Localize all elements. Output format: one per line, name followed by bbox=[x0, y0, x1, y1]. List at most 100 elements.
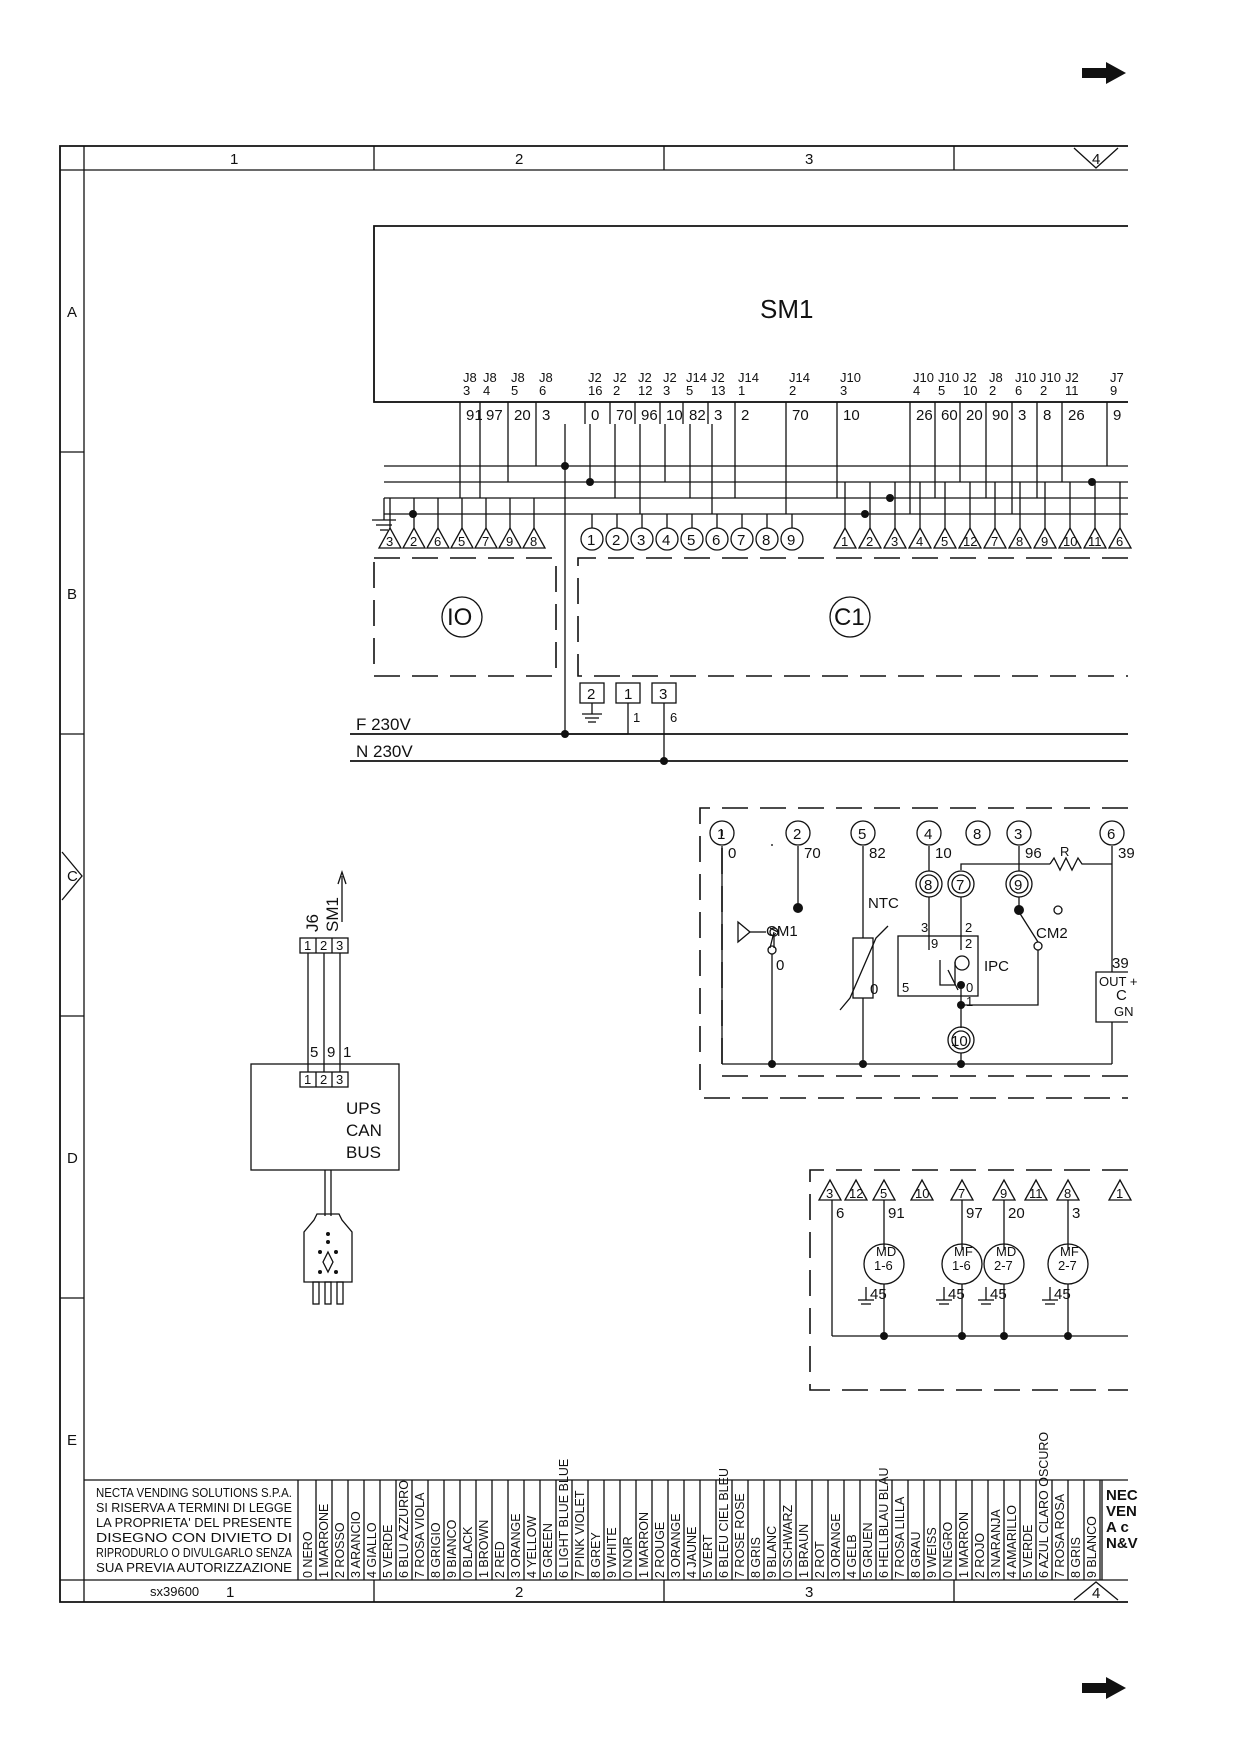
pin-number: 2 bbox=[789, 383, 796, 398]
pin-wire: 70 bbox=[792, 407, 809, 424]
c1-triangle-number: 3 bbox=[891, 534, 898, 549]
c1-detail-terminal-number: 6 bbox=[1107, 826, 1115, 843]
motor-earth: 45 bbox=[870, 1286, 887, 1303]
wire-color-entry: 4 YELLOW bbox=[525, 1515, 539, 1578]
c1-detail-terminal-number: 2 bbox=[793, 826, 801, 843]
c1-block-label: C1 bbox=[834, 604, 865, 631]
column-label: 2 bbox=[515, 1584, 523, 1601]
motor-code: MD bbox=[876, 1244, 896, 1259]
c1-block[interactable]: C1 bbox=[577, 557, 1128, 677]
pin-number: 3 bbox=[663, 383, 670, 398]
pin-connector: J10 bbox=[840, 370, 861, 385]
pin-number: 16 bbox=[588, 383, 602, 398]
wire-color-entry: 2 ROSSO bbox=[333, 1522, 347, 1578]
motor-code: MD bbox=[996, 1244, 1016, 1259]
c1-circle-number: 8 bbox=[762, 532, 770, 549]
c1-detail-terminal-number: 5 bbox=[858, 826, 866, 843]
ntc-wire: 0 bbox=[870, 981, 878, 998]
resistor-label: R bbox=[1060, 844, 1069, 859]
ups-label: BUS bbox=[346, 1143, 381, 1162]
motor-terminal: 9 bbox=[991, 1178, 1017, 1201]
wire-color-entry: 8 GRIS bbox=[1069, 1537, 1083, 1578]
wire-color-entry: 5 VERDE bbox=[1021, 1525, 1035, 1579]
ipc-pin: 2 bbox=[965, 920, 972, 935]
motor-terminal: 7 bbox=[949, 1178, 975, 1201]
copyright-line: DISEGNO CON DIVIETO DI bbox=[96, 1531, 292, 1545]
output-block-text: C bbox=[1116, 987, 1127, 1004]
io-block[interactable]: IO bbox=[373, 557, 557, 677]
c1-triangle-terminal: 12 bbox=[957, 482, 983, 549]
column-labels-top: 1 2 3 4 bbox=[230, 151, 1100, 168]
c1-triangle-terminal: 8 bbox=[1007, 482, 1033, 549]
wire-color-entry: 9 BLANCO bbox=[1085, 1516, 1099, 1578]
pin-wire: 10 bbox=[666, 407, 683, 424]
wire-color-entry: 4 GELB bbox=[845, 1534, 859, 1578]
pin-connector: J8 bbox=[483, 370, 497, 385]
ups-can-bus-module[interactable]: J6 SM1 1 2 3 5 9 1 1 2 3 UPS CAN BUS bbox=[250, 869, 400, 1171]
c1-detail-terminal-wire: 96 bbox=[1025, 845, 1042, 862]
c1-triangle-terminal: 4 bbox=[907, 482, 933, 549]
ipc-pin: 0 bbox=[966, 980, 973, 995]
bus-wiring bbox=[372, 424, 1128, 531]
power-terminal-label: 1 bbox=[624, 686, 632, 703]
wire-color-entry: 2 ROUGE bbox=[653, 1522, 667, 1578]
io-terminal: 8 bbox=[521, 498, 547, 549]
motor-code-range: 1-6 bbox=[874, 1258, 893, 1273]
c1-triangle-terminal: 9 bbox=[1032, 482, 1058, 549]
pin-wire: 20 bbox=[966, 407, 983, 424]
io-terminal-number: 5 bbox=[458, 534, 465, 549]
io-block-label: IO bbox=[447, 604, 472, 631]
wire-color-entry: 0 NOIR bbox=[621, 1536, 635, 1578]
wire-color-entry: 0 NERO bbox=[301, 1531, 315, 1578]
sm1-board[interactable]: SM1 bbox=[373, 225, 1128, 403]
c1-detail-terminal-wire: 82 bbox=[869, 845, 886, 862]
c1-circle-number: 1 bbox=[587, 532, 595, 549]
c1-circle-number: 6 bbox=[712, 532, 720, 549]
resistor: R bbox=[960, 844, 1112, 872]
wire-color-entry: 0 SCHWARZ bbox=[781, 1504, 795, 1578]
c1-circle-terminal: 1 bbox=[580, 514, 604, 551]
pin-connector: J2 bbox=[588, 370, 602, 385]
ups-wire: 5 bbox=[310, 1044, 318, 1061]
wire-color-entry: 3 NARANJA bbox=[989, 1509, 1003, 1578]
c1-detail-terminal: 270 bbox=[785, 820, 821, 862]
motor-unit: MD1-6 45 bbox=[858, 1243, 905, 1340]
ups-bottom-pin: 3 bbox=[336, 1072, 343, 1087]
wire-color-entry: 5 GRUEN bbox=[861, 1522, 875, 1578]
c1-detail-terminal: 8 bbox=[965, 820, 991, 846]
pin-wire: 3 bbox=[542, 407, 550, 424]
column-labels-bottom: sx39600 1 2 3 4 bbox=[150, 1584, 1100, 1602]
io-terminal-number: 6 bbox=[434, 534, 441, 549]
pin-connector: J10 bbox=[913, 370, 934, 385]
wire-color-entry: 3 ARANCIO bbox=[349, 1511, 363, 1578]
next-page-arrow-bottom-icon[interactable] bbox=[1082, 1677, 1126, 1699]
io-terminal: 5 bbox=[449, 498, 475, 549]
motor-terminal-number: 10 bbox=[915, 1186, 929, 1201]
motor-wire: 91 bbox=[888, 1205, 905, 1222]
pin-number: 10 bbox=[963, 383, 977, 398]
c1-triangle-number: 7 bbox=[991, 534, 998, 549]
wire-color-entry: 7 ROSA ROSA bbox=[1053, 1493, 1067, 1578]
pin-connector: J7 bbox=[1110, 370, 1124, 385]
cm1-wire: 0 bbox=[776, 957, 784, 974]
copyright-line: RIPRODURLO O DIVULGARLO SENZA bbox=[96, 1546, 293, 1560]
io-terminal: 2 bbox=[401, 498, 427, 549]
wire-color-entry: 4 JAUNE bbox=[685, 1527, 699, 1578]
next-page-arrow-icon[interactable] bbox=[1082, 62, 1126, 84]
c1-triangle-terminal: 11 bbox=[1082, 482, 1108, 549]
company-name-fragment: A c bbox=[1106, 1519, 1129, 1536]
wire-color-entry: 4 GIALLO bbox=[365, 1522, 379, 1578]
io-terminal-number: 7 bbox=[482, 534, 489, 549]
row-label: E bbox=[67, 1432, 77, 1449]
wire-color-entry: 0 BLACK bbox=[461, 1526, 475, 1578]
pin-wire: 0 bbox=[591, 407, 599, 424]
